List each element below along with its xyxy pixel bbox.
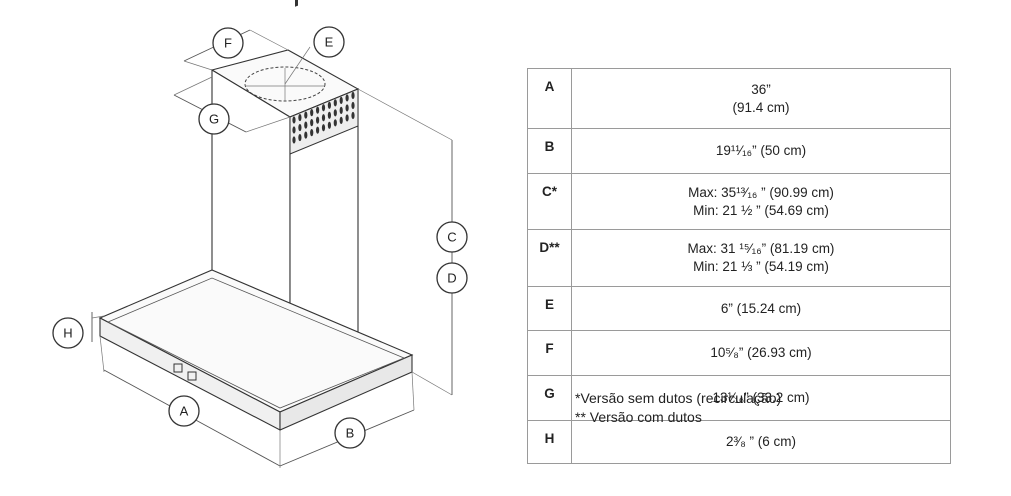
vent-grille <box>289 0 359 155</box>
vent-slot <box>339 116 343 124</box>
vent-slot <box>327 111 331 119</box>
chimney-body <box>211 0 359 363</box>
notes: *Versão sem dutos (recirculação) ** Vers… <box>575 389 781 427</box>
vent-slot <box>316 126 320 134</box>
dimension-value: 10⁵⁄₈” (26.93 cm) <box>571 330 951 376</box>
dimension-value-line: Max: 31 ¹⁵⁄₁₆” (81.19 cm) <box>687 241 835 256</box>
label-D: D <box>436 262 468 294</box>
range-hood-diagram: F E G C D H A B <box>52 0 468 468</box>
dimension-value-line: Min: 21 ⅓ ” (54.19 cm) <box>693 259 829 274</box>
vent-slot <box>304 121 308 129</box>
vent-slot <box>345 114 349 122</box>
vent-slot <box>304 131 308 139</box>
dimension-value: 36” (91.4 cm) <box>571 68 951 129</box>
label-A-text: A <box>180 404 189 419</box>
note-ducted: ** Versão com dutos <box>575 409 702 425</box>
table-row: C* Max: 35¹³⁄₁₆ ” (90.99 cm) Min: 21 ½ ” (… <box>527 173 951 230</box>
dimension-value-line: 13¹⁄₁₆” (33.2 cm) <box>712 390 810 405</box>
control-button-1 <box>173 363 183 373</box>
vent-slot <box>292 116 296 124</box>
vent-slot <box>316 106 320 114</box>
vent-slot <box>292 126 296 134</box>
dimension-value-line: 19¹¹⁄₁₆” (50 cm) <box>715 143 807 158</box>
label-H-text: H <box>63 326 72 341</box>
dimension-key: D** <box>527 229 572 287</box>
vent-slot <box>327 101 331 109</box>
dimension-key: G <box>527 375 572 421</box>
dimension-key: E <box>527 286 572 331</box>
dimension-value-line: (91.4 cm) <box>732 99 790 115</box>
vent-slot <box>298 123 302 132</box>
table-row: F 10⁵⁄₈” (26.93 cm) <box>527 330 951 376</box>
label-F: F <box>212 27 244 59</box>
dimension-value-line: 10⁵⁄₈” (26.93 cm) <box>710 345 812 360</box>
vent-slot <box>339 106 343 114</box>
dimension-value: 6” (15.24 cm) <box>571 286 951 331</box>
dimension-key: H <box>527 420 572 464</box>
vent-slot <box>321 104 326 112</box>
dimension-value-line: Min: 21 ½ ” (54.69 cm) <box>693 202 829 218</box>
label-E-text: E <box>325 35 334 50</box>
vent-slot <box>310 129 314 137</box>
dimension-value-line: 6” (15.24 cm) <box>720 300 802 316</box>
dimension-key: F <box>527 330 572 376</box>
label-F-text: F <box>224 36 232 51</box>
vent-slot <box>339 96 343 104</box>
vent-slot <box>333 119 337 127</box>
vent-slot <box>304 111 308 119</box>
vent-slot <box>351 91 355 100</box>
control-button-2 <box>187 371 197 381</box>
label-B-text: B <box>346 426 355 441</box>
vent-slot <box>298 133 302 142</box>
dimension-value: 2³⁄₈ ” (6 cm) <box>571 420 951 464</box>
vent-slot <box>333 99 337 107</box>
label-E: E <box>313 26 345 58</box>
hood-canopy <box>98 269 414 431</box>
dimension-value: Max: 35¹³⁄₁₆ ” (90.99 cm) Min: 21 ½ ” (54… <box>571 173 951 230</box>
vent-slot <box>333 109 337 117</box>
vent-slot <box>351 111 355 120</box>
label-C: C <box>436 221 468 253</box>
dimension-value-line: 36” <box>751 81 771 97</box>
label-D-text: D <box>447 271 456 286</box>
vent-slot <box>292 136 296 144</box>
dimension-value-line: 2³⁄₈ ” (6 cm) <box>725 434 797 449</box>
table-row: H 2³⁄₈ ” (6 cm) <box>527 420 951 464</box>
label-H: H <box>52 317 84 349</box>
table-row: A 36” (91.4 cm) <box>527 68 951 129</box>
dimension-value-line: Max: 35¹³⁄₁₆ ” (90.99 cm) <box>688 184 834 200</box>
dimension-value: Max: 31 ¹⁵⁄₁₆” (81.19 cm) Min: 21 ⅓ ” (54… <box>571 229 951 287</box>
dimension-value: 19¹¹⁄₁₆” (50 cm) <box>571 128 951 174</box>
vent-slot <box>351 101 355 110</box>
vent-slot <box>321 114 326 122</box>
vent-slot <box>321 124 326 132</box>
table-row: B 19¹¹⁄₁₆” (50 cm) <box>527 128 951 174</box>
label-C-text: C <box>447 230 456 245</box>
vent-slot <box>316 116 320 124</box>
label-G: G <box>198 103 230 135</box>
dimension-key: C* <box>527 173 572 230</box>
vent-slot <box>310 109 314 117</box>
dimension-key: A <box>527 68 572 129</box>
vent-slot <box>327 121 331 129</box>
label-B: B <box>334 417 366 449</box>
vent-slot <box>298 113 302 122</box>
vent-slot <box>345 94 349 102</box>
note-ductless: *Versão sem dutos (recirculação) <box>575 390 782 406</box>
vent-slot <box>345 104 349 112</box>
table-row: E 6” (15.24 cm) <box>527 286 951 331</box>
label-A: A <box>168 395 200 427</box>
vent-slot <box>310 119 314 127</box>
dimension-key: B <box>527 128 572 174</box>
label-G-text: G <box>209 112 219 127</box>
table-row: D** Max: 31 ¹⁵⁄₁₆” (81.19 cm) Min: 21 ⅓ ” … <box>527 229 951 287</box>
